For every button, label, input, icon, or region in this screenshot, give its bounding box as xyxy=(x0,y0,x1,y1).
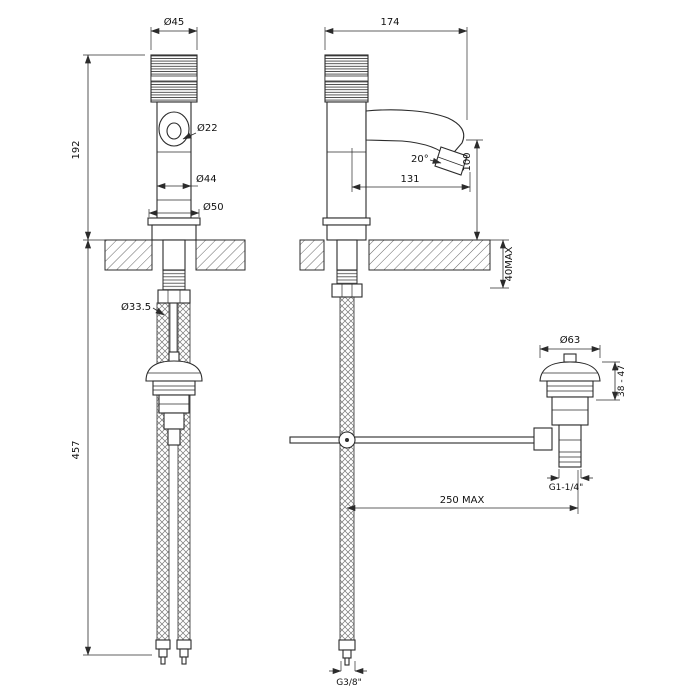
side-supply-hose xyxy=(339,296,355,641)
dim-ring-diameter: Ø22 xyxy=(182,122,218,140)
dim-label-base-diameter: Ø50 xyxy=(203,201,224,213)
side-shank-and-nut xyxy=(331,269,363,298)
dim-waste-cap-diameter: Ø63 xyxy=(539,334,601,358)
side-hose-fitting xyxy=(338,639,356,666)
dim-base-diameter: Ø50 xyxy=(148,201,224,217)
front-base-flange xyxy=(147,217,201,241)
dim-label-height-below-deck: 457 xyxy=(71,440,82,459)
side-handle-knurled xyxy=(324,54,369,103)
dim-label-handle-diameter: Ø45 xyxy=(164,16,185,28)
front-ring-handle xyxy=(158,111,190,147)
dim-label-deck-thickness: 40MAX xyxy=(504,246,515,281)
front-shank-and-nut xyxy=(157,269,191,304)
dim-handle-diameter: Ø45 xyxy=(150,16,198,50)
dim-waste-thread: G1-1/4" xyxy=(547,469,593,493)
dim-deck-thickness: 40MAX xyxy=(490,239,515,289)
dim-label-waste-cap-diameter: Ø63 xyxy=(560,334,581,346)
dim-rod-reach: 250 MAX xyxy=(346,470,579,514)
dim-waste-cap-height: 38 - 47 xyxy=(596,361,627,401)
dim-hose-thread: G3/8" xyxy=(329,661,367,688)
dim-label-ring-diameter: Ø22 xyxy=(197,122,218,134)
side-body xyxy=(326,101,367,219)
side-view: 174 20° 131 100 40MAX Ø63 xyxy=(289,17,627,688)
dim-label-height-above-deck: 192 xyxy=(71,140,82,159)
dim-label-body-diameter: Ø44 xyxy=(196,173,217,185)
front-handle-knurled xyxy=(150,54,198,103)
dim-label-hose-thread: G3/8" xyxy=(336,678,362,688)
dim-label-waste-thread: G1-1/4" xyxy=(549,483,584,493)
dim-spout-height: 100 xyxy=(462,139,483,241)
dim-height-above-deck: 192 xyxy=(71,54,145,241)
dim-label-spout-angle: 20° xyxy=(411,154,429,165)
side-base-flange xyxy=(322,217,371,241)
dim-label-waste-cap-height: 38 - 47 xyxy=(617,365,627,397)
dim-spout-angle: 20° xyxy=(411,154,442,165)
dim-spout-reach: 131 xyxy=(351,148,471,192)
dim-label-rod-reach: 250 MAX xyxy=(440,495,485,506)
front-view: Ø45 192 457 Ø22 Ø44 Ø50 xyxy=(71,16,246,665)
dim-label-overall-depth: 174 xyxy=(380,17,399,28)
lift-rod xyxy=(289,431,539,449)
front-hose-fittings xyxy=(155,639,192,665)
dim-label-spout-reach: 131 xyxy=(400,174,419,185)
dim-label-spout-height: 100 xyxy=(462,152,473,171)
dim-height-below-deck: 457 xyxy=(71,239,152,656)
dim-overall-depth: 174 xyxy=(324,17,468,120)
dim-body-diameter: Ø44 xyxy=(156,173,217,190)
deck-section-side xyxy=(299,239,491,271)
lift-rod-pivot xyxy=(345,438,349,442)
spout xyxy=(365,109,468,176)
pop-up-waste-front xyxy=(145,351,203,446)
dim-label-shank-diameter: Ø33.5 xyxy=(121,301,151,313)
dim-shank-diameter: Ø33.5 xyxy=(121,301,165,316)
deck-section-front xyxy=(104,239,246,271)
drain-assembly xyxy=(533,353,601,468)
